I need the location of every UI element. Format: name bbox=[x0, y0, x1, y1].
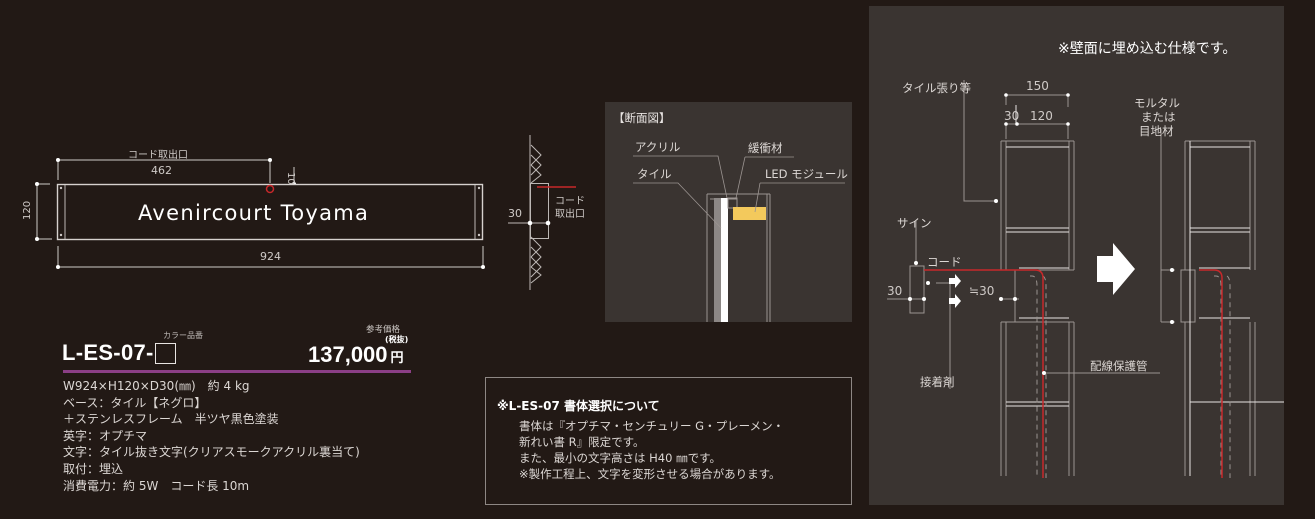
note-line: 書体は『オプチマ・センチュリー G・プレーメン・ bbox=[519, 419, 785, 433]
installation-drawing: タイル張り等 150 30 120 モルタル または 目地材 サイン コード 3… bbox=[869, 6, 1284, 505]
typeface-note-box bbox=[485, 377, 852, 505]
tile-finish-label: タイル張り等 bbox=[902, 81, 971, 95]
spec-item: 文字：タイル抜き文字(クリアスモークアクリル裏当て) bbox=[63, 445, 360, 460]
tax-excluded-label: (税抜) bbox=[385, 335, 409, 344]
cord-outlet-label: コード取出口 bbox=[128, 150, 188, 161]
price-value: 137,000 bbox=[308, 342, 388, 367]
note-line: また、最小の文字高さは H40 ㎜です。 bbox=[519, 451, 721, 465]
side-cord-label-2: 取出口 bbox=[555, 209, 585, 220]
section-view-drawing: アクリル タイル 緩衝材 LED モジュール bbox=[605, 102, 852, 322]
cushion-label: 緩衝材 bbox=[748, 141, 783, 155]
spec-item: 英字：オプチマ bbox=[63, 428, 148, 443]
side-view-drawing: 30 コード 取出口 bbox=[490, 125, 600, 295]
accent-divider bbox=[63, 370, 411, 373]
total-width-dim: 150 bbox=[1026, 79, 1049, 93]
side-cord-label-1: コード bbox=[555, 196, 585, 207]
section-view-title: 【断面図】 bbox=[613, 111, 671, 125]
part-b-dim: 120 bbox=[1030, 109, 1053, 123]
reference-price-label: 参考価格 bbox=[366, 325, 401, 335]
mortar-label-3: 目地材 bbox=[1139, 124, 1174, 138]
spec-item: 取付：埋込 bbox=[63, 461, 124, 476]
note-line: ※製作工程上、文字を変形させる場合があります。 bbox=[519, 467, 781, 481]
cord-label: コード bbox=[927, 255, 962, 269]
installation-note: ※壁面に埋め込む仕様です。 bbox=[1058, 41, 1237, 57]
spec-list: W924×H120×D30(㎜) 約 4 kg ベース：タイル【ネグロ】 ＋ステ… bbox=[63, 378, 360, 494]
width-dim: 924 bbox=[260, 250, 281, 263]
mortar-label-1: モルタル bbox=[1134, 96, 1180, 110]
product-code: L-ES-07- bbox=[62, 340, 176, 366]
color-code-label: カラー品番 bbox=[163, 331, 203, 340]
front-view-lines bbox=[35, 158, 485, 269]
product-code-text: L-ES-07- bbox=[62, 340, 154, 365]
conduit-label: 配線保護管 bbox=[1090, 359, 1148, 373]
sign-label: サイン bbox=[897, 216, 932, 230]
installation-panel bbox=[869, 6, 1284, 505]
tile-label: タイル bbox=[637, 167, 672, 181]
top-offset-dim: 10 bbox=[285, 172, 296, 185]
cord-offset-dim: 462 bbox=[151, 164, 172, 177]
mortar-label-2: または bbox=[1141, 110, 1176, 124]
section-view-panel bbox=[605, 102, 852, 322]
sign-depth-dim: 30 bbox=[887, 284, 903, 298]
installation-lines bbox=[887, 80, 1284, 478]
section-view-lines bbox=[633, 155, 845, 322]
spec-item: W924×H120×D30(㎜) 約 4 kg bbox=[63, 379, 250, 393]
gap-dim: ≒30 bbox=[969, 284, 995, 298]
spec-item: ベース：タイル【ネグロ】 bbox=[63, 395, 207, 410]
spec-item: 消費電力：約 5W コード長 10m bbox=[63, 478, 250, 493]
adhesive-label: 接着剤 bbox=[920, 375, 955, 389]
side-view-lines bbox=[508, 135, 576, 290]
part-a-dim: 30 bbox=[1004, 109, 1020, 123]
typeface-note-body: 書体は『オプチマ・センチュリー G・プレーメン・ 新れい書 R』限定です。 また… bbox=[519, 418, 784, 482]
led-module-label: LED モジュール bbox=[765, 167, 848, 181]
height-dim: 120 bbox=[22, 200, 33, 220]
typeface-note-title: ※L-ES-07 書体選択について bbox=[497, 399, 660, 413]
front-view-drawing: コード取出口 462 10 120 924 Avenircourt Toyama bbox=[0, 0, 500, 300]
sign-text: Avenircourt Toyama bbox=[138, 201, 370, 225]
spec-item: ＋ステンレスフレーム 半ツヤ黒色塗装 bbox=[63, 412, 279, 427]
note-line: 新れい書 R』限定です。 bbox=[519, 435, 645, 449]
side-depth-dim: 30 bbox=[508, 207, 522, 220]
acrylic-label: アクリル bbox=[635, 140, 681, 154]
color-swatch-box bbox=[154, 342, 176, 364]
currency: 円 bbox=[390, 350, 404, 365]
